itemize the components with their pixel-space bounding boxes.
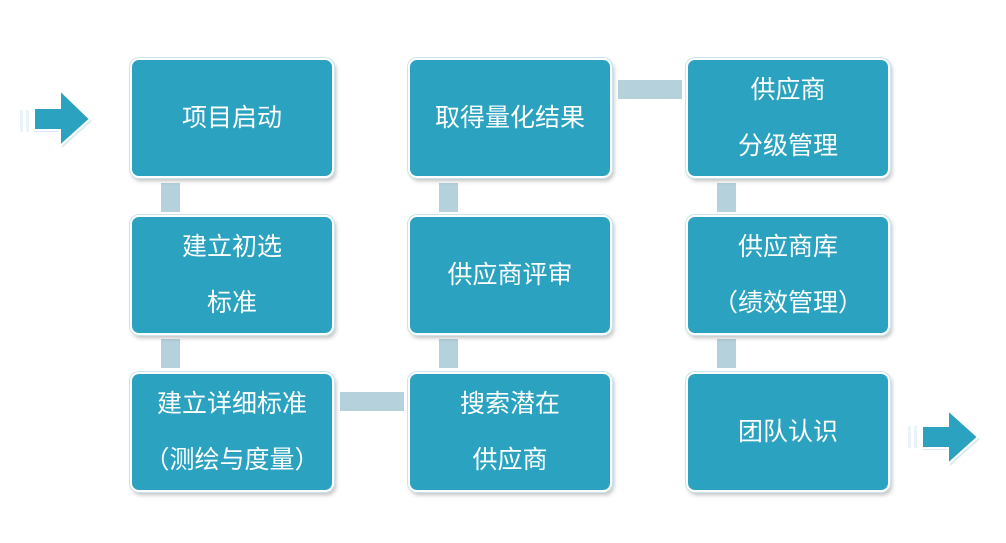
connector-n3-n4 <box>340 392 404 411</box>
connector-n1-n2 <box>161 183 180 212</box>
node-initial-criteria: 建立初选 标准 <box>130 215 334 335</box>
node-supplier-pool: 供应商库 （绩效管理） <box>686 215 890 335</box>
node-team-recognition: 团队认识 <box>686 372 890 492</box>
node-quantified-results: 取得量化结果 <box>408 58 612 178</box>
node-project-start: 项目启动 <box>130 58 334 178</box>
node-detailed-criteria: 建立详细标准 （测绘与度量） <box>130 372 334 492</box>
exit-arrow-icon <box>908 407 980 467</box>
entry-arrow-icon <box>20 87 92 149</box>
node-search-suppliers: 搜索潜在 供应商 <box>408 372 612 492</box>
node-supplier-review: 供应商评审 <box>408 215 612 335</box>
node-supplier-tiering: 供应商 分级管理 <box>686 58 890 178</box>
connector-n6-n7 <box>618 80 682 99</box>
connector-n7-n8 <box>717 183 736 212</box>
connector-n2-n3 <box>161 339 180 368</box>
connector-n4-n5 <box>439 339 458 368</box>
connector-n5-n6 <box>439 183 458 212</box>
connector-n8-n9 <box>717 339 736 368</box>
